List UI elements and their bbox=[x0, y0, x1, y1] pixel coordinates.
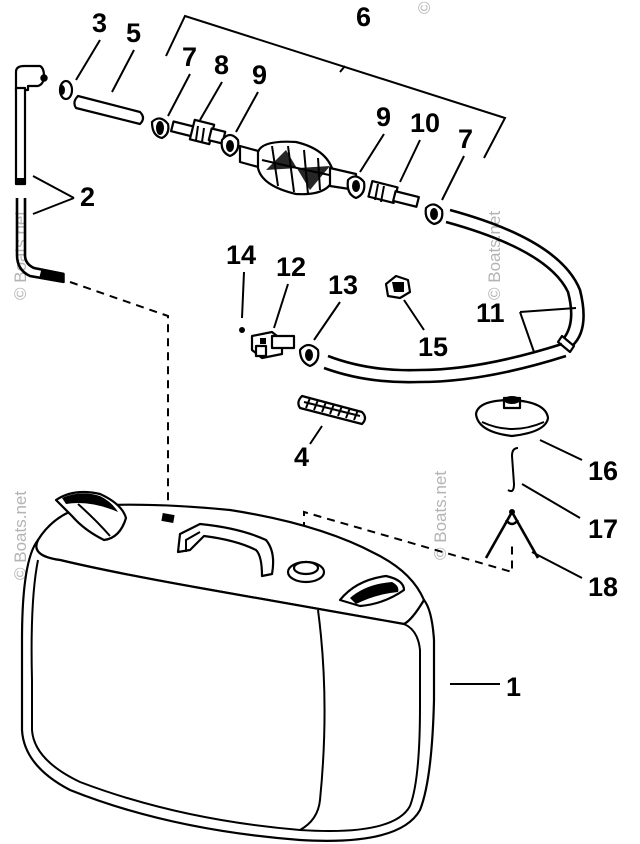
part-12-connector bbox=[250, 330, 296, 360]
part-2-pickup-tube bbox=[14, 64, 65, 284]
watermark: © Boats.net bbox=[11, 491, 30, 580]
part-4-filter bbox=[297, 394, 367, 426]
callout-13: 13 bbox=[328, 270, 358, 300]
callout-8: 8 bbox=[214, 50, 229, 80]
callout-3: 3 bbox=[92, 8, 107, 38]
leader-lines bbox=[75, 39, 465, 341]
part-17-hook bbox=[507, 447, 519, 493]
callout-6: 6 bbox=[356, 2, 371, 32]
callout-9a: 9 bbox=[252, 60, 267, 90]
leader-2 bbox=[32, 175, 75, 199]
callout-16: 16 bbox=[588, 456, 618, 486]
callout-14: 14 bbox=[226, 240, 256, 270]
leader-4 bbox=[309, 425, 323, 445]
callout-9b: 9 bbox=[376, 102, 391, 132]
part-7-clamp-right bbox=[424, 203, 444, 226]
watermark: © Boats.net bbox=[11, 211, 30, 300]
watermark: © Boats.net bbox=[485, 211, 504, 300]
part-13-clamp bbox=[298, 343, 320, 368]
leader-15 bbox=[403, 299, 425, 331]
part-8-connector bbox=[170, 118, 227, 146]
part-9-clamp bbox=[220, 133, 240, 158]
part-10-connector bbox=[367, 179, 420, 208]
callout-2: 2 bbox=[80, 182, 95, 212]
callout-10: 10 bbox=[410, 108, 440, 138]
leader-18 bbox=[531, 551, 583, 579]
part-3-clamp bbox=[58, 79, 74, 101]
callout-15: 15 bbox=[418, 332, 448, 362]
primer-bulb bbox=[238, 140, 358, 196]
leader-2 bbox=[32, 197, 75, 215]
callout-labels: 1 2 3 4 5 6 7 7 8 9 9 10 11 12 13 14 15 … bbox=[80, 2, 618, 702]
part-1-fuel-tank bbox=[20, 490, 436, 842]
callout-17: 17 bbox=[588, 514, 618, 544]
callout-4: 4 bbox=[294, 442, 309, 472]
part-15-nut bbox=[384, 274, 412, 300]
callout-12: 12 bbox=[276, 252, 306, 282]
leader-11 bbox=[519, 311, 535, 353]
leader-17 bbox=[521, 483, 581, 519]
callout-18: 18 bbox=[588, 572, 618, 602]
leader-11 bbox=[519, 307, 577, 313]
part-5-hose bbox=[73, 94, 145, 126]
part-16-cap bbox=[474, 396, 550, 438]
part-7-clamp bbox=[150, 117, 170, 140]
callout-11: 11 bbox=[476, 298, 505, 328]
part-18-tether bbox=[484, 509, 540, 559]
part-14-oring bbox=[239, 327, 245, 333]
callout-7a: 7 bbox=[182, 42, 197, 72]
callout-5: 5 bbox=[126, 18, 141, 48]
part-11-hose bbox=[323, 208, 585, 384]
bracket-6 bbox=[165, 14, 507, 159]
watermark: © Boats.net bbox=[415, 0, 434, 14]
part-9-clamp-right bbox=[346, 175, 366, 200]
callout-7b: 7 bbox=[458, 124, 473, 154]
callout-1: 1 bbox=[506, 672, 521, 702]
leader-16 bbox=[539, 439, 583, 461]
watermark: © Boats.net bbox=[431, 471, 450, 560]
